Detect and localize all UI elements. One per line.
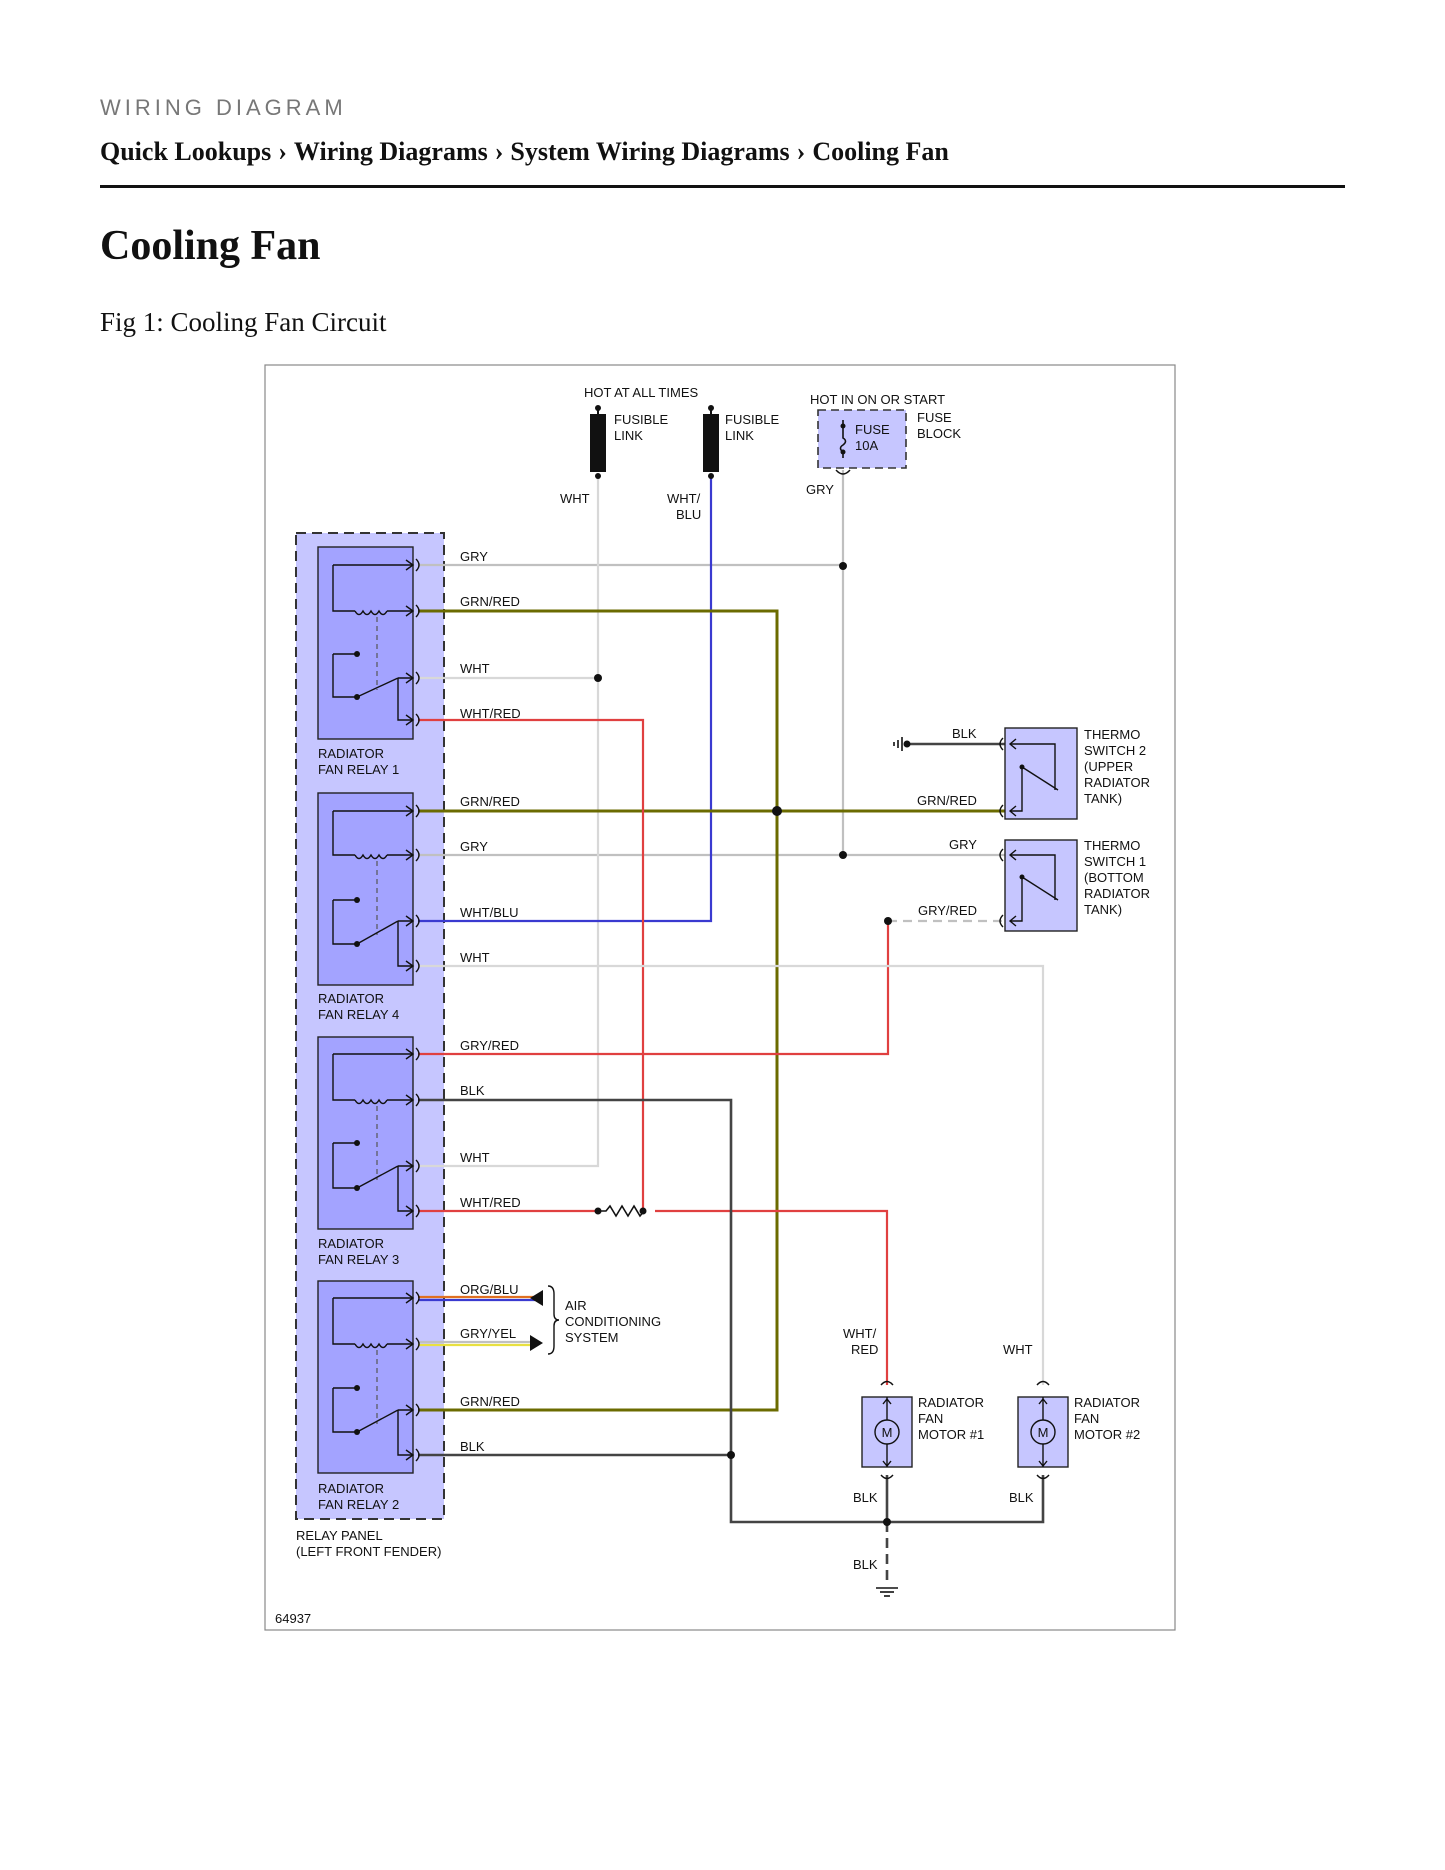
label-ts2-grnred: GRN/RED xyxy=(917,793,977,808)
label-r2-grnred: GRN/RED xyxy=(460,1394,520,1409)
label-r4-gry: GRY xyxy=(460,839,488,854)
breadcrumb-item-quick-lookups[interactable]: Quick Lookups xyxy=(100,137,272,166)
breadcrumb-item-wiring-diagrams[interactable]: Wiring Diagrams xyxy=(293,137,488,166)
label-r4-wht: WHT xyxy=(460,950,490,965)
breadcrumb-item-system-wiring-diagrams[interactable]: System Wiring Diagrams xyxy=(510,137,790,166)
wire-wht-blu xyxy=(418,478,713,923)
label-r2-orgblu: ORG/BLU xyxy=(460,1282,519,1297)
wire-wht-fusible xyxy=(418,478,600,1168)
splice-points xyxy=(594,562,892,1526)
breadcrumb-item-cooling-fan[interactable]: Cooling Fan xyxy=(812,137,949,166)
radiator-fan-motor-1 xyxy=(861,1380,913,1480)
thermo-switch-2 xyxy=(999,727,1078,820)
label-relay-panel: RELAY PANEL(LEFT FRONT FENDER) xyxy=(296,1528,441,1559)
wire-wht-red-motor1 xyxy=(655,1209,889,1385)
wires xyxy=(418,470,1045,1585)
radiator-fan-motor-2 xyxy=(1017,1380,1069,1480)
label-r3-wht: WHT xyxy=(460,1150,490,1165)
label-hot-in-on-or-start: HOT IN ON OR START xyxy=(810,392,945,407)
breadcrumb-separator: › xyxy=(494,137,504,166)
figure-number: 64937 xyxy=(275,1611,311,1626)
wire-grn-red-relay1 xyxy=(418,609,779,1412)
label-r1-grnred: GRN/RED xyxy=(460,594,520,609)
motor-1-symbol: M xyxy=(882,1425,893,1440)
label-wire-wht: WHT xyxy=(560,491,590,506)
figure-caption: Fig 1: Cooling Fan Circuit xyxy=(100,307,387,337)
breadcrumb-separator: › xyxy=(796,137,806,166)
wire-wht-red-relay1 xyxy=(418,718,645,1210)
label-gnd-blk: BLK xyxy=(853,1557,878,1572)
label-r2-blk: BLK xyxy=(460,1439,485,1454)
page-kicker: WIRING DIAGRAM xyxy=(100,95,347,120)
label-m2-wht: WHT xyxy=(1003,1342,1033,1357)
relay-1 xyxy=(317,546,420,740)
relay-3 xyxy=(317,1036,420,1230)
label-r3-whtred: WHT/RED xyxy=(460,1195,521,1210)
fuse-block xyxy=(817,409,907,475)
label-wire-wht-blu: WHT/BLU xyxy=(667,491,701,522)
fusible-link-2 xyxy=(703,405,719,479)
label-r1-gry: GRY xyxy=(460,549,488,564)
breadcrumb: Quick Lookups›Wiring Diagrams›System Wir… xyxy=(100,137,1345,188)
relay-2 xyxy=(317,1280,420,1474)
label-r3-gryred: GRY/RED xyxy=(460,1038,519,1053)
label-wire-gry-fuse: GRY xyxy=(806,482,834,497)
ground-symbol-main xyxy=(876,1587,898,1597)
label-m2-blk: BLK xyxy=(1009,1490,1034,1505)
label-r2-gryyel: GRY/YEL xyxy=(460,1326,516,1341)
ground-symbol-thermo2 xyxy=(893,737,911,751)
label-r3-blk: BLK xyxy=(460,1083,485,1098)
label-r1-whtred: WHT/RED xyxy=(460,706,521,721)
fusible-link-1 xyxy=(590,405,606,479)
resistor xyxy=(594,1204,647,1218)
relay-4 xyxy=(317,792,420,986)
label-r1-wht: WHT xyxy=(460,661,490,676)
label-ts1-gry: GRY xyxy=(949,837,977,852)
page-title: Cooling Fan xyxy=(100,223,321,269)
label-hot-at-all-times: HOT AT ALL TIMES xyxy=(584,385,698,400)
label-ts2-blk: BLK xyxy=(952,726,977,741)
label-ts1-gryred: GRY/RED xyxy=(918,903,977,918)
thermo-switch-1 xyxy=(999,839,1078,932)
wire-wht-relay4-motor2 xyxy=(418,964,1045,1385)
breadcrumb-separator: › xyxy=(278,137,287,166)
label-m1-whtred: WHT/RED xyxy=(843,1326,878,1357)
wire-blk-relay3 xyxy=(418,1098,1045,1524)
label-r4-whtblu: WHT/BLU xyxy=(460,905,519,920)
ac-connectors xyxy=(530,1285,560,1355)
label-m1-blk: BLK xyxy=(853,1490,878,1505)
diagram-labels: HOT AT ALL TIMES HOT IN ON OR START FUSI… xyxy=(275,385,1150,1626)
motor-2-symbol: M xyxy=(1038,1425,1049,1440)
label-r4-grnred: GRN/RED xyxy=(460,794,520,809)
